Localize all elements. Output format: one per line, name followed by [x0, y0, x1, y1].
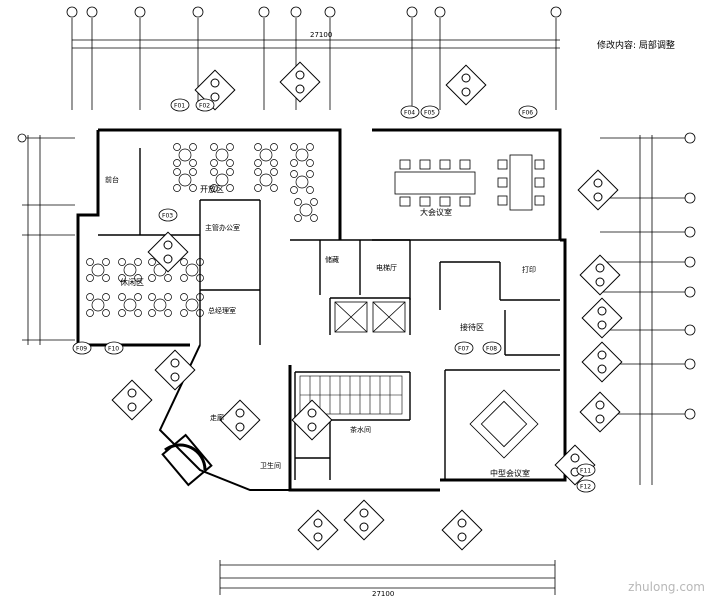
- elevation-marker: [147, 231, 189, 273]
- round-table: [86, 258, 110, 282]
- label-reception: 接待区: [460, 322, 484, 332]
- top-axis-bubbles: [66, 6, 562, 18]
- staircase: [299, 375, 403, 415]
- round-table: [254, 143, 278, 167]
- round-table: [173, 168, 197, 192]
- elevation-marker: [581, 297, 623, 339]
- callout-f06: F06: [518, 105, 538, 119]
- round-table: [254, 168, 278, 192]
- round-table: [118, 293, 142, 317]
- round-table: [210, 168, 234, 192]
- elevation-marker: [579, 391, 621, 433]
- round-table: [86, 293, 110, 317]
- right-axis-bubbles: [684, 132, 696, 420]
- elevation-marker: [111, 379, 153, 421]
- watermark: zhulong.com: [628, 580, 705, 594]
- label-elevator-hall: 电梯厅: [376, 263, 397, 272]
- round-table: [290, 170, 314, 194]
- elevators: [334, 301, 406, 333]
- callout-f04: F04: [400, 105, 420, 119]
- callout-f02: F02: [195, 98, 215, 112]
- callout-f01: F01: [170, 98, 190, 112]
- round-table: [118, 258, 142, 282]
- elevation-marker: [279, 61, 321, 103]
- round-table: [180, 258, 204, 282]
- label-meeting-mid: 中型会议室: [490, 468, 530, 478]
- callout-label: F06: [522, 110, 533, 117]
- callout-label: F09: [76, 346, 87, 353]
- label-open-office: 开放区: [200, 184, 224, 194]
- callout-label: F05: [424, 110, 435, 117]
- callout-f12: F12: [576, 479, 596, 493]
- callout-label: F01: [174, 103, 185, 110]
- callout-f03: F03: [158, 208, 178, 222]
- bottom-total-dimension: 27100: [372, 590, 394, 598]
- elevation-marker: [297, 509, 339, 551]
- label-general-manager: 总经理室: [208, 306, 236, 315]
- callout-f09: F09: [72, 341, 92, 355]
- round-table: [180, 293, 204, 317]
- bottom-dimension-lines: [219, 560, 556, 595]
- callout-label: F02: [199, 103, 210, 110]
- mid-meeting-table: [469, 389, 539, 459]
- label-corridor: 走廊: [210, 413, 224, 422]
- elevation-marker: [219, 399, 261, 441]
- top-dimension-lines: [71, 18, 560, 110]
- callout-f11: F11: [576, 463, 596, 477]
- large-conference-table: [394, 154, 545, 211]
- label-front-desk: 前台: [105, 175, 119, 184]
- round-table: [148, 293, 172, 317]
- room-labels: 开放区 主管办公室 大会议室 休闲区 前台 接待区 中型会议室 总经理室 茶水间…: [105, 175, 536, 478]
- callout-f10: F10: [104, 341, 124, 355]
- elevation-marker: [343, 499, 385, 541]
- title-note: 修改内容: 局部调整: [597, 41, 675, 51]
- round-table: [294, 198, 318, 222]
- elevation-marker: [291, 399, 333, 441]
- interior-walls: [98, 148, 560, 480]
- round-table: [173, 143, 197, 167]
- elevation-marker: [445, 64, 487, 106]
- angled-wing: [158, 344, 290, 491]
- label-conference-large: 大会议室: [420, 207, 452, 217]
- callout-label: F08: [486, 346, 497, 353]
- elevation-marker: [579, 254, 621, 296]
- left-dimension-lines: [17, 133, 75, 345]
- label-manager-office: 主管办公室: [205, 223, 240, 232]
- top-total-dimension: 27100: [310, 31, 332, 39]
- callout-f07: F07: [454, 341, 474, 355]
- callout-f08: F08: [482, 341, 502, 355]
- callout-label: F12: [580, 484, 591, 491]
- elevation-marker: [441, 509, 483, 551]
- label-lounge: 休闲区: [120, 277, 144, 287]
- elevation-marker: [577, 169, 619, 211]
- label-storage: 储藏: [325, 255, 339, 264]
- round-table: [210, 143, 234, 167]
- callout-label: F03: [162, 213, 173, 220]
- round-tables: [86, 143, 318, 317]
- label-toilet: 卫生间: [260, 461, 281, 470]
- elevation-marker: [581, 341, 623, 383]
- exterior-walls: [76, 128, 567, 492]
- elevation-marker: [154, 349, 196, 391]
- label-pantry: 茶水间: [350, 425, 371, 434]
- label-print: 打印: [522, 265, 536, 274]
- callout-label: F04: [404, 110, 415, 117]
- callout-label: F10: [108, 346, 119, 353]
- round-table: [290, 143, 314, 167]
- callout-label: F11: [580, 468, 591, 475]
- callout-f05: F05: [420, 105, 440, 119]
- callout-label: F07: [458, 346, 469, 353]
